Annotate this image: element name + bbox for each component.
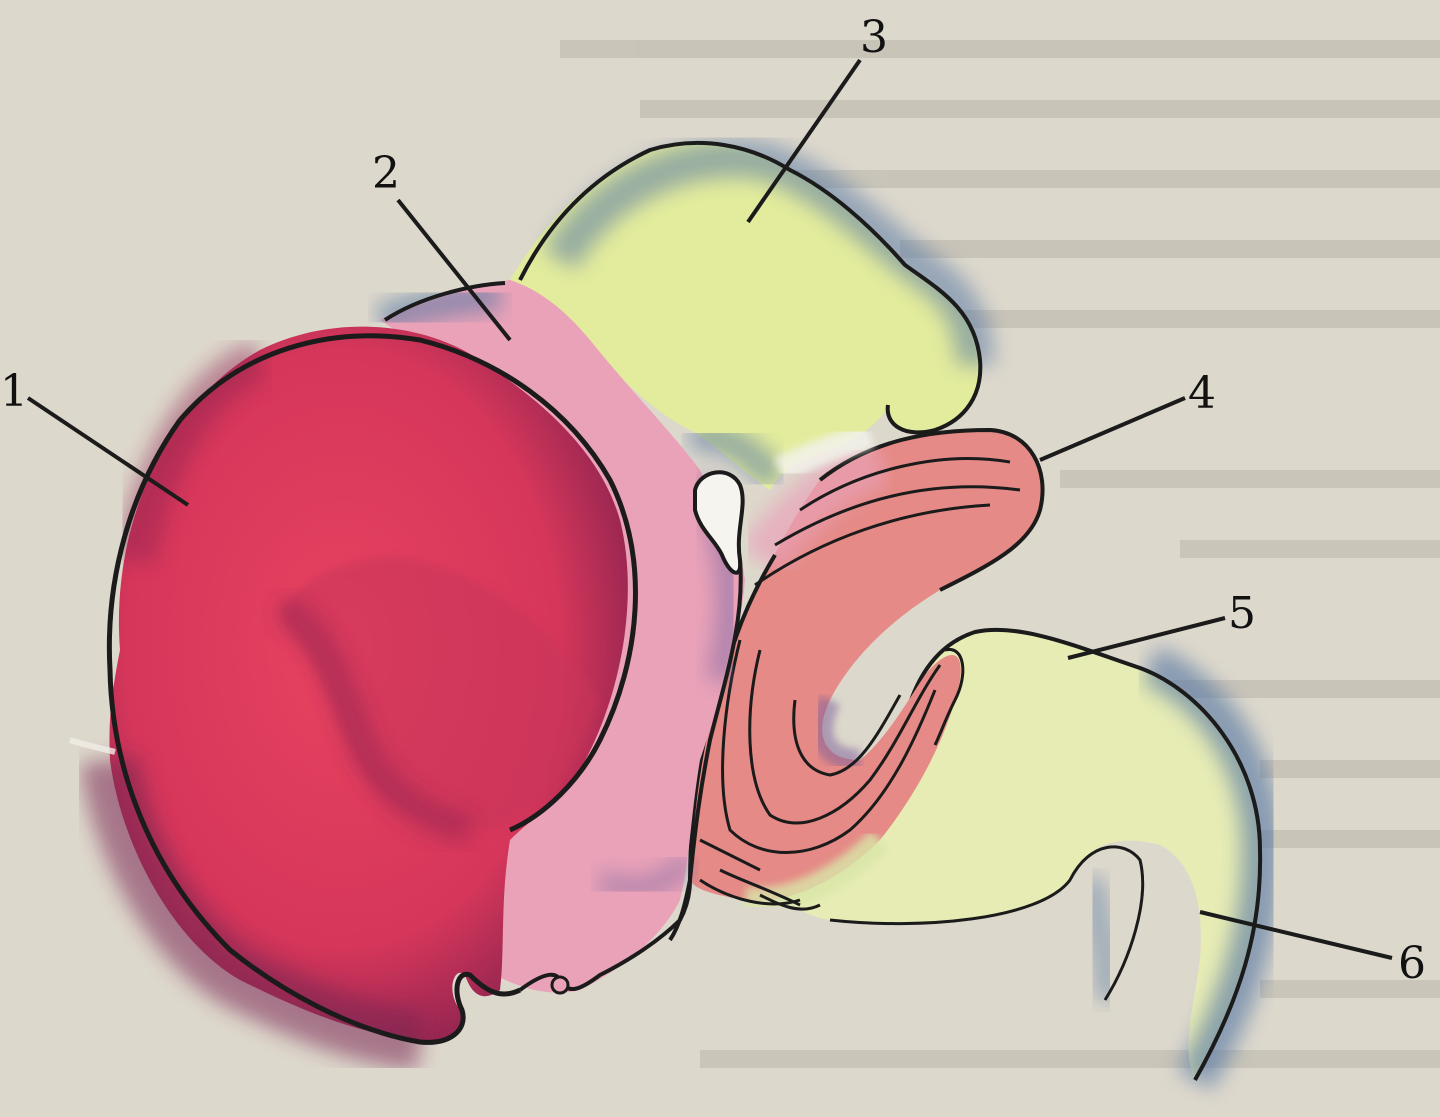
label-2: 2 [372,148,400,199]
label-1: 1 [0,366,28,417]
label-5: 5 [1228,588,1256,639]
label-6: 6 [1398,938,1426,989]
label-3: 3 [860,12,888,63]
label-4: 4 [1188,368,1216,419]
